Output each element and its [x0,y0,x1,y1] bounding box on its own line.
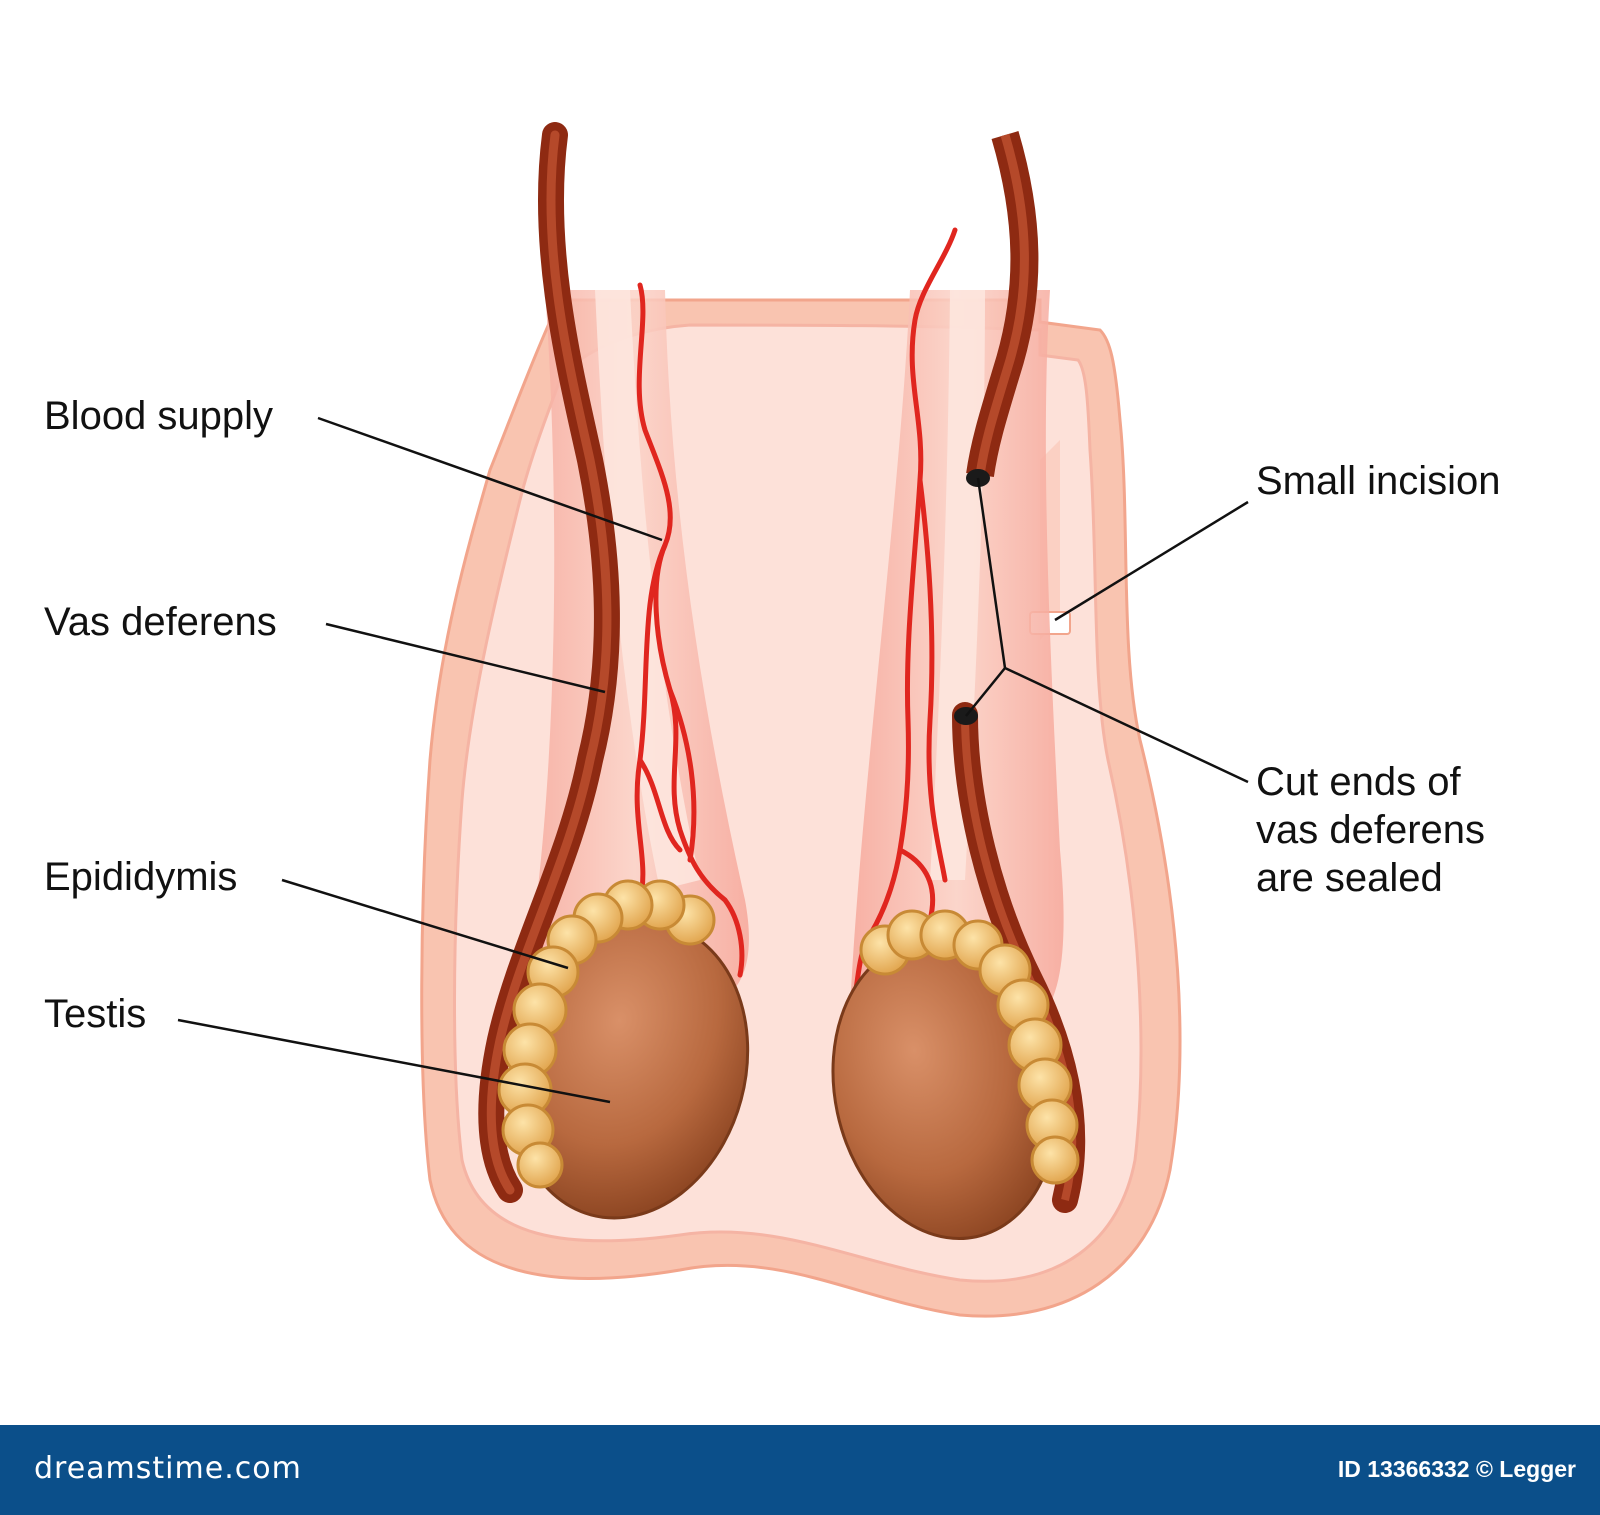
footer-bar: dreamstime.com ID 13366332 © Legger [0,1425,1600,1515]
leader-epididymis [281,878,569,970]
leader-lines [177,416,1249,1104]
leader-blood-supply [317,416,663,542]
label-vas-deferens: Vas deferens [44,600,277,644]
label-epididymis: Epididymis [44,855,238,899]
left-cord-highlight [595,290,700,890]
label-small-incision: Small incision [1256,459,1501,503]
leader-cut-ends-lower [965,667,1006,717]
label-cut-ends-line-1: Cut ends of [1256,760,1461,804]
left-epididymis [497,879,716,1189]
leader-small-incision [1054,500,1249,622]
label-cut-ends-line-3: are sealed [1256,856,1443,900]
label-blood-supply: Blood supply [44,394,274,438]
label-cut-ends: Cut ends of vas deferens are sealed [1256,758,1485,902]
left-vas-highlight [486,130,612,1195]
right-epididymis [859,909,1080,1185]
label-cut-ends-line-2: vas deferens [1256,808,1486,852]
right-vas-upper-highlight [975,133,1029,476]
anatomy-illustration [177,122,1249,1318]
footer-image-id: ID 13366332 © Legger [1337,1456,1576,1482]
leader-vas-deferens [325,622,606,694]
leader-testis [177,1018,611,1104]
label-testis: Testis [44,992,147,1036]
left-blood-vessels [634,282,745,978]
footer-site-name: dreamstime.com [34,1451,302,1486]
